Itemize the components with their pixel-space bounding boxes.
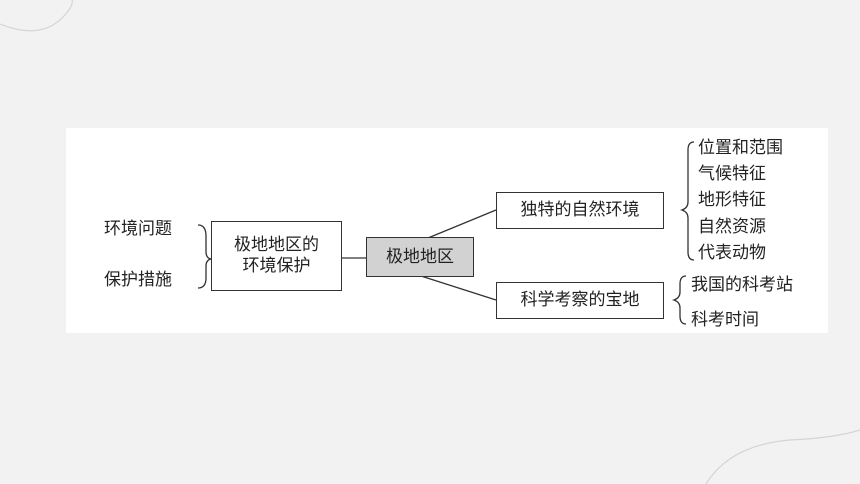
lower-item-research-time: 科考时间 bbox=[691, 310, 759, 330]
connector-center-upper bbox=[427, 209, 497, 239]
connector-center-lower bbox=[420, 275, 497, 301]
upper-item-resources: 自然资源 bbox=[698, 217, 766, 237]
node-environment-protection-line2: 环境保护 bbox=[242, 256, 311, 276]
lower-brace bbox=[671, 275, 687, 325]
upper-brace bbox=[679, 141, 695, 261]
mind-map-panel: 环境问题 保护措施 极地地区的 环境保护 极地地区 独特的自然环境 科学考察的宝… bbox=[66, 128, 828, 333]
node-environment-protection: 极地地区的 环境保护 bbox=[211, 221, 342, 291]
node-environment-protection-line1: 极地地区的 bbox=[234, 235, 319, 255]
left-bracket bbox=[197, 224, 212, 289]
left-item-protection-measures: 保护措施 bbox=[104, 270, 172, 290]
node-scientific-research: 科学考察的宝地 bbox=[496, 282, 664, 319]
upper-item-terrain: 地形特征 bbox=[698, 190, 766, 210]
node-natural-environment: 独特的自然环境 bbox=[496, 192, 664, 229]
upper-item-location-range: 位置和范围 bbox=[698, 138, 783, 158]
upper-item-animals: 代表动物 bbox=[698, 243, 766, 263]
upper-item-climate: 气候特征 bbox=[698, 164, 766, 184]
lower-item-research-station: 我国的科考站 bbox=[691, 275, 793, 295]
left-item-environment-problem: 环境问题 bbox=[104, 219, 172, 239]
node-center: 极地地区 bbox=[366, 237, 474, 277]
